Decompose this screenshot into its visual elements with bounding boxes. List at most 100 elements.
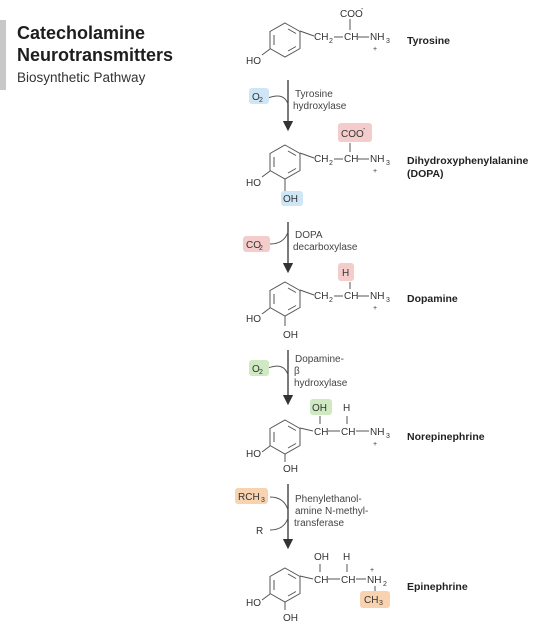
ch2-label: CH bbox=[314, 154, 328, 165]
methyl-label: CH bbox=[364, 595, 378, 606]
svg-text:2: 2 bbox=[383, 581, 387, 588]
enzyme-name-line-2: β bbox=[294, 366, 300, 377]
compound-name-dopa: Dihydroxyphenylalanine bbox=[407, 155, 529, 167]
compound-dopamine: HO OH CH 2 CH NH 3 + H Dopamine bbox=[246, 263, 458, 341]
benzene-ring bbox=[269, 22, 301, 58]
hydroxyl-label-2: OH bbox=[283, 330, 298, 341]
page-title: Catecholamine Neurotransmitters bbox=[17, 22, 173, 66]
hydroxyl-label: HO bbox=[246, 314, 261, 325]
svg-text:2: 2 bbox=[259, 245, 263, 252]
svg-text:2: 2 bbox=[329, 160, 333, 167]
svg-text:3: 3 bbox=[386, 38, 390, 45]
svg-text:3: 3 bbox=[386, 433, 390, 440]
new-hydroxyl-label: OH bbox=[283, 194, 298, 205]
compound-dopa: HO OH CH 2 CH NH 3 + COO - Dihydroxyphen… bbox=[246, 123, 529, 206]
enzyme-name-line-2: decarboxylase bbox=[293, 242, 358, 253]
enzyme-name-line-1: Tyrosine bbox=[295, 89, 333, 100]
title-accent-bar bbox=[0, 20, 6, 90]
svg-text:2: 2 bbox=[259, 369, 263, 376]
compound-norepinephrine: HO OH CH CH NH 3 + OH H Norepinephrine bbox=[246, 399, 485, 475]
page-subtitle: Biosynthetic Pathway bbox=[17, 70, 146, 85]
enzyme-name-line-3: hydroxylase bbox=[294, 378, 348, 389]
product-curve bbox=[269, 231, 289, 245]
title-line-1: Catecholamine bbox=[17, 23, 146, 43]
benzene-ring bbox=[269, 567, 301, 603]
cofactor-curve bbox=[267, 95, 289, 105]
o2-highlight bbox=[249, 88, 269, 104]
ch-label: CH bbox=[344, 154, 358, 165]
new-hydroxyl-highlight bbox=[310, 399, 332, 415]
new-hydroxyl-highlight bbox=[281, 191, 303, 206]
rch3-cofactor: RCH bbox=[238, 492, 260, 503]
hydroxyl-label: HO bbox=[246, 56, 261, 67]
ch-label-2: CH bbox=[341, 427, 355, 438]
cofactor-curve bbox=[267, 365, 289, 376]
hydroxyl-label-2: OH bbox=[283, 613, 298, 624]
compound-name-norepinephrine: Norepinephrine bbox=[407, 431, 485, 443]
ch-label-1: CH bbox=[314, 427, 328, 438]
o2-highlight bbox=[249, 360, 269, 376]
hydrogen-label: H bbox=[343, 403, 350, 414]
amine-label: NH bbox=[370, 427, 384, 438]
hydrogen-label: H bbox=[343, 552, 350, 563]
svg-text:2: 2 bbox=[329, 297, 333, 304]
o2-cofactor: O bbox=[252, 364, 260, 375]
hydroxyl-label: HO bbox=[246, 598, 261, 609]
step-dopa-decarboxylase: CO 2 DOPA decarboxylase bbox=[243, 222, 358, 274]
benzene-ring bbox=[269, 281, 301, 317]
amine-label: NH bbox=[370, 32, 384, 43]
new-hydrogen-highlight bbox=[338, 263, 354, 281]
svg-text:3: 3 bbox=[386, 297, 390, 304]
charge-plus: + bbox=[373, 441, 377, 448]
compound-name-epinephrine: Epinephrine bbox=[407, 581, 468, 593]
enzyme-name-line-3: transferase bbox=[294, 518, 344, 529]
amine-label: NH bbox=[370, 154, 384, 165]
co2-highlight bbox=[243, 236, 270, 252]
step-pnmt: RCH 3 R Phenylethanol- amine N-methyl- t… bbox=[235, 484, 368, 550]
enzyme-name-line-1: Dopamine- bbox=[295, 354, 344, 365]
carboxylate-label: COO bbox=[341, 129, 364, 140]
o2-cofactor: O bbox=[252, 92, 260, 103]
svg-text:3: 3 bbox=[261, 497, 265, 504]
charge-minus: - bbox=[361, 6, 364, 13]
ch-label: CH bbox=[344, 291, 358, 302]
benzene-ring bbox=[269, 419, 301, 455]
step-dopamine-beta-hydroxylase: O 2 Dopamine- β hydroxylase bbox=[249, 350, 348, 406]
compound-epinephrine: HO OH CH CH NH 2 + OH H CH 3 Epinephrine bbox=[246, 552, 468, 624]
charge-plus: + bbox=[370, 567, 374, 574]
enzyme-name-line-2: amine N-methyl- bbox=[295, 506, 368, 517]
new-hydroxyl-label: OH bbox=[312, 403, 327, 414]
hydroxyl-label: HO bbox=[246, 449, 261, 460]
charge-minus: - bbox=[363, 126, 366, 133]
co2-product: CO bbox=[246, 240, 261, 251]
compound-name-tyrosine: Tyrosine bbox=[407, 35, 450, 47]
ch-label-1: CH bbox=[314, 575, 328, 586]
methyl-highlight bbox=[360, 591, 390, 608]
hydroxyl-label-3: OH bbox=[314, 552, 329, 563]
compound-tyrosine: HO CH 2 CH NH 3 + COO - Tyrosine bbox=[246, 6, 450, 67]
hydroxyl-label-2: OH bbox=[283, 464, 298, 475]
enzyme-name-line-1: DOPA bbox=[295, 230, 323, 241]
cofactor-curve bbox=[269, 496, 289, 511]
compound-abbr-dopa: (DOPA) bbox=[407, 168, 444, 180]
product-curve bbox=[269, 517, 289, 531]
svg-text:2: 2 bbox=[259, 97, 263, 104]
ch-label: CH bbox=[344, 32, 358, 43]
svg-text:2: 2 bbox=[329, 38, 333, 45]
svg-text:3: 3 bbox=[386, 160, 390, 167]
amine-label: NH bbox=[367, 575, 381, 586]
charge-plus: + bbox=[373, 168, 377, 175]
enzyme-name-line-2: hydroxylase bbox=[293, 101, 347, 112]
step-tyrosine-hydroxylase: O 2 Tyrosine hydroxylase bbox=[249, 80, 347, 132]
hydroxyl-label: HO bbox=[246, 178, 261, 189]
svg-text:3: 3 bbox=[379, 600, 383, 607]
compound-name-dopamine: Dopamine bbox=[407, 293, 458, 305]
charge-plus: + bbox=[373, 46, 377, 53]
ch2-label: CH bbox=[314, 32, 328, 43]
enzyme-name-line-1: Phenylethanol- bbox=[295, 494, 362, 505]
title-line-2: Neurotransmitters bbox=[17, 45, 174, 65]
rch3-highlight bbox=[235, 488, 268, 504]
r-product: R bbox=[256, 526, 263, 537]
new-hydrogen-label: H bbox=[342, 268, 349, 279]
